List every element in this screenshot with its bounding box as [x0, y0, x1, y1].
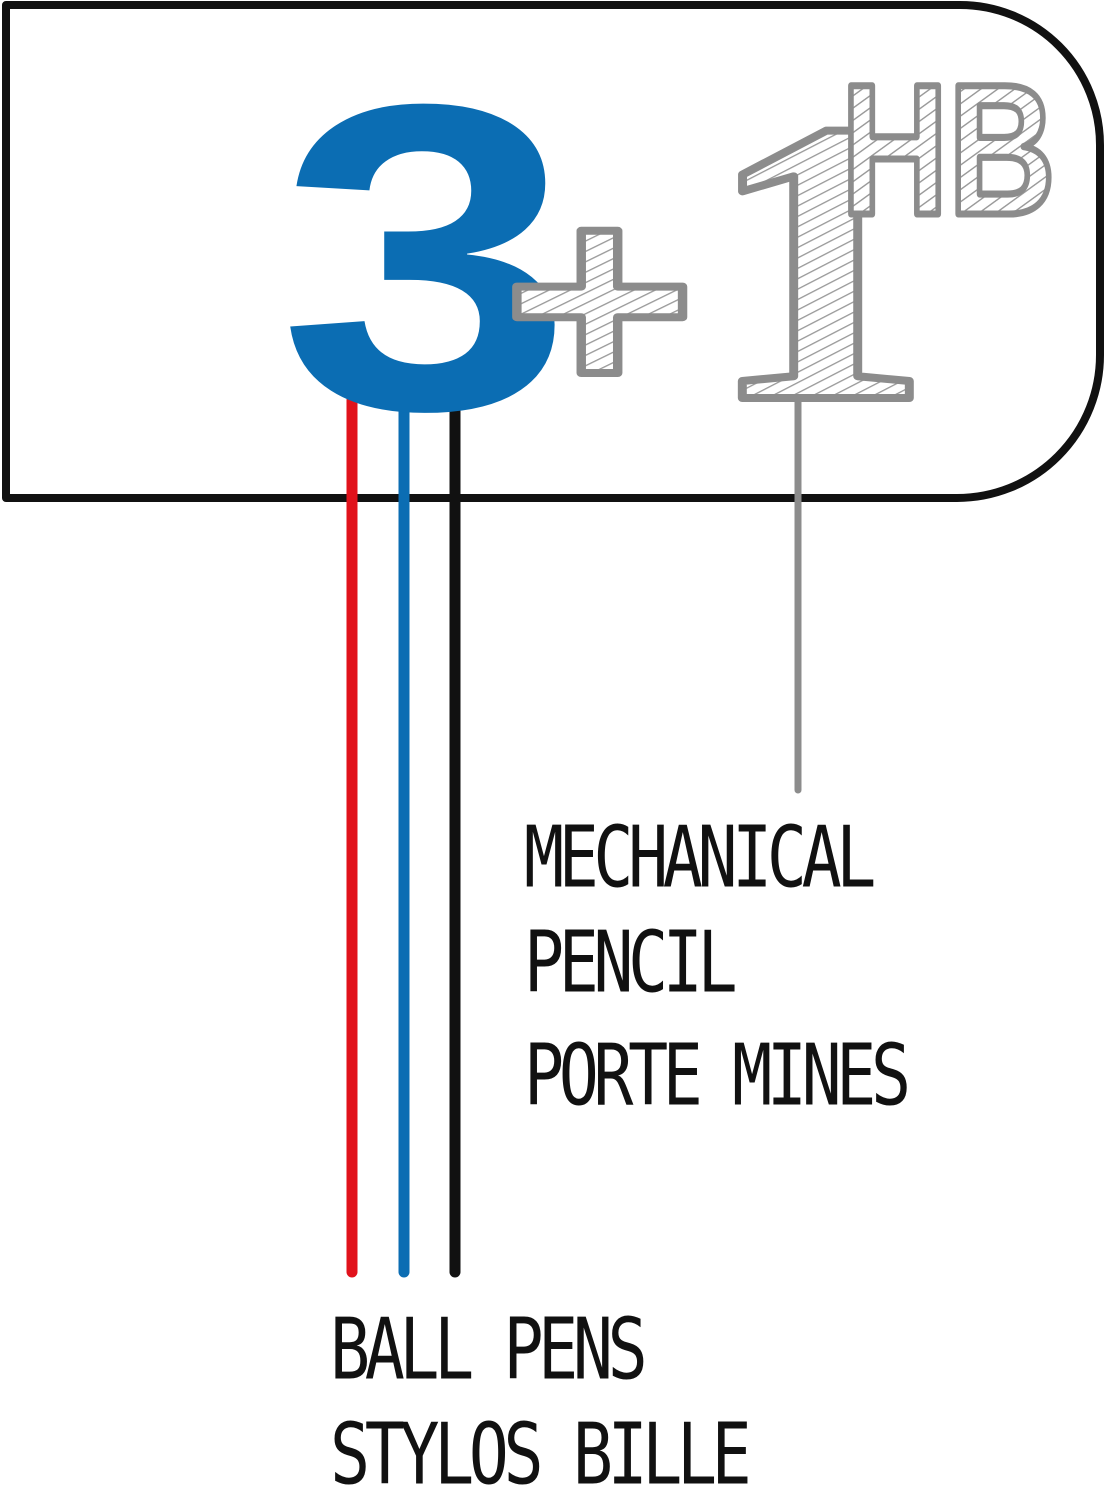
- ball-pens-label-french: STYLOS BILLE: [330, 1405, 752, 1504]
- logo-number-three: 3: [278, 14, 574, 501]
- ball-pens-label-english: BALL PENS: [330, 1300, 648, 1399]
- logo-plus-sign: +: [503, 142, 696, 455]
- mechanical-pencil-label-line1: MECHANICAL: [524, 808, 876, 907]
- mechanical-pencil-label-french: PORTE MINES: [524, 1026, 911, 1125]
- logo-pencil-grade: HB: [841, 45, 1055, 254]
- mechanical-pencil-label-line2: PENCIL: [524, 913, 738, 1012]
- logo-number-one: 1: [706, 38, 933, 486]
- header-panel: [2, 1, 1104, 502]
